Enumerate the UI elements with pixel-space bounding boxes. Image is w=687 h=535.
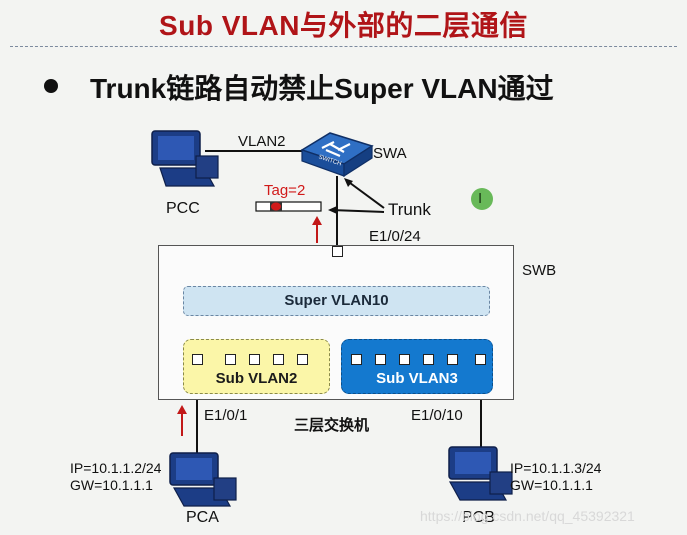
port-sub3-5 <box>447 354 458 365</box>
port-sub2-5 <box>297 354 308 365</box>
title-divider <box>10 46 677 47</box>
trunk-arrowhead-2 <box>328 206 337 214</box>
vlan2-label: VLAN2 <box>238 133 286 150</box>
super-vlan-label: Super VLAN10 <box>284 292 389 309</box>
slide-title: Sub VLAN与外部的二层通信 <box>159 10 528 41</box>
computer-icon-pcc <box>151 130 219 187</box>
swa-label: SWA <box>373 145 407 162</box>
port-sub3-3 <box>399 354 410 365</box>
sub-vlan3-box: Sub VLAN3 <box>341 339 493 394</box>
trunk-pointer-1 <box>345 179 385 209</box>
port-sub2-4 <box>273 354 284 365</box>
pcb-label: PCB <box>462 509 495 526</box>
swb-label: SWB <box>522 262 557 279</box>
sub-vlan2-box: Sub VLAN2 <box>183 339 330 394</box>
super-vlan-box: Super VLAN10 <box>183 286 490 316</box>
text-cursor-icon: I <box>478 190 483 207</box>
pcb-ip-label: IP=10.1.1.3/24 <box>510 460 602 476</box>
pcb-gw-label: GW=10.1.1.1 <box>510 477 593 493</box>
e101-label: E1/0/1 <box>204 407 248 424</box>
switch-icon-swa <box>300 132 374 178</box>
port-sub3-6 <box>475 354 486 365</box>
red-arrowhead-pca <box>177 405 187 414</box>
bullet-dot <box>44 79 58 93</box>
port-sub2-3 <box>249 354 260 365</box>
port-sub3-1 <box>351 354 362 365</box>
computer-icon-pcb <box>448 446 513 501</box>
tag-frame <box>255 201 322 212</box>
tag-label: Tag=2 <box>264 182 306 199</box>
port-sub2-2 <box>225 354 236 365</box>
e1010-label: E1/0/10 <box>411 407 463 424</box>
port-sub3-4 <box>423 354 434 365</box>
pca-ip-label: IP=10.1.1.2/24 <box>70 460 162 476</box>
sub-vlan2-label: Sub VLAN2 <box>215 370 298 387</box>
pca-label: PCA <box>186 509 219 526</box>
trunk-pointer-2 <box>330 209 385 213</box>
pcc-label: PCC <box>166 200 200 217</box>
port-sub2-1 <box>192 354 203 365</box>
pca-gw-label: GW=10.1.1.1 <box>70 477 153 493</box>
red-arrowhead-trunk <box>312 216 322 225</box>
bullet-text: Trunk链路自动禁止Super VLAN通过 <box>90 73 554 104</box>
cursor-indicator <box>471 188 493 210</box>
sub-vlan3-label: Sub VLAN3 <box>376 370 458 387</box>
trunk-arrowhead-1 <box>344 178 353 187</box>
trunk-label: Trunk <box>388 200 431 219</box>
tag-marker <box>271 202 281 211</box>
e1024-label: E1/0/24 <box>369 228 421 245</box>
l3switch-label: 三层交换机 <box>294 417 370 434</box>
watermark: https://blog.csdn.net/qq_45392321 <box>420 508 635 524</box>
computer-icon-pca <box>169 452 237 507</box>
trunk-port <box>332 246 343 257</box>
port-sub3-2 <box>375 354 386 365</box>
